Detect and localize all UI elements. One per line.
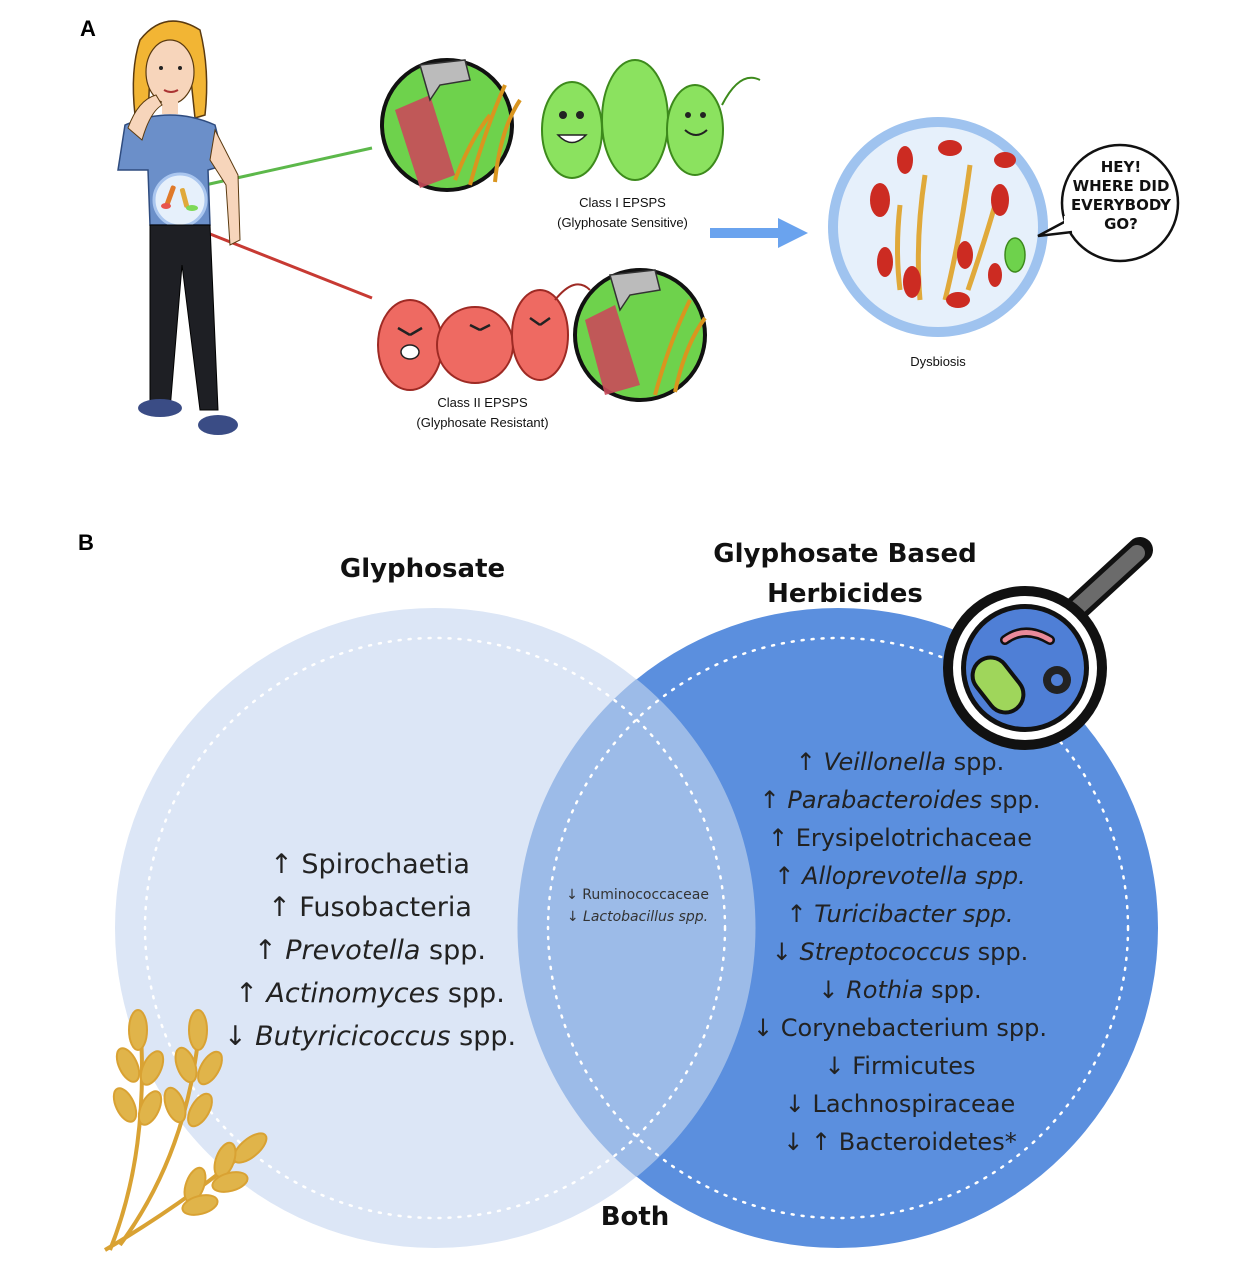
taxon-name: Bacteroidetes* <box>838 1128 1017 1156</box>
direction-arrow: ↑ <box>768 824 789 852</box>
taxon-name: Turicibacter spp. <box>814 900 1014 928</box>
direction-arrow: ↓ <box>818 976 839 1004</box>
taxon-name: Prevotella <box>285 935 421 966</box>
class1-caption-line2: (Glyphosate Sensitive) <box>557 215 688 230</box>
taxon-name: Butyricicoccus <box>255 1021 451 1052</box>
effect-row: ↓ Lactobacillus spp. <box>540 906 735 928</box>
sensitive-bacteria-group <box>541 59 761 181</box>
taxon-name: Streptococcus <box>799 938 971 966</box>
woman-illustration <box>117 20 241 435</box>
magnifier-microbe-icon <box>943 537 1153 750</box>
taxon-suffix: spp. <box>420 935 486 966</box>
direction-arrow: ↓ <box>753 1014 774 1042</box>
wheat-decoration <box>103 1009 268 1252</box>
taxon-suffix: spp. <box>450 1021 517 1052</box>
class2-caption-line1: Class II EPSPS <box>437 395 528 410</box>
direction-arrow: ↑ <box>774 862 795 890</box>
effect-row: ↓ Lachnospiraceae <box>690 1085 1110 1123</box>
direction-arrow: ↑ <box>759 786 780 814</box>
panel-a-label: A <box>80 16 96 41</box>
panel-b-label: B <box>78 530 94 555</box>
effect-row: ↑ Parabacteroides spp. <box>690 781 1110 819</box>
taxon-name: Rothia <box>846 976 924 1004</box>
speech-line: EVERYBODY <box>1070 196 1172 214</box>
direction-arrow: ↑ <box>268 892 291 923</box>
effect-row: ↑ Prevotella spp. <box>170 929 570 972</box>
effect-row: ↓ Corynebacterium spp. <box>690 1009 1110 1047</box>
glyphosate-title: Glyphosate <box>339 554 506 584</box>
direction-arrow: ↓ <box>566 909 579 925</box>
gbh-title-line1: Glyphosate Based <box>713 539 977 569</box>
speech-line: GO? <box>1104 215 1138 233</box>
taxon-name: Lactobacillus spp. <box>583 909 709 925</box>
taxon-name: Veillonella <box>823 748 946 776</box>
effect-row: ↓ Streptococcus spp. <box>690 933 1110 971</box>
class2-caption: Class II EPSPS (Glyphosate Resistant) <box>400 393 565 433</box>
effect-row: ↑ Fusobacteria <box>170 886 570 929</box>
taxon-suffix: spp. <box>970 938 1029 966</box>
direction-arrow: ↓ <box>223 1021 247 1052</box>
direction-arrow: ↑ <box>270 849 293 880</box>
speech-line: HEY! <box>1100 158 1142 176</box>
spray-wheat-circle-bottom <box>573 268 707 402</box>
gut-microbiome-bubble <box>152 172 208 228</box>
taxon-suffix: spp. <box>923 976 982 1004</box>
taxon-name: Parabacteroides <box>787 786 983 814</box>
effect-row: ↓ Ruminococcaceae <box>540 884 735 906</box>
taxon-suffix: spp. <box>946 748 1005 776</box>
speech-bubble <box>1037 143 1180 263</box>
effect-row: ↓ ↑ Bacteroidetes* <box>690 1123 1110 1161</box>
taxon-name: Actinomyces <box>266 978 440 1009</box>
taxon-suffix: spp. <box>439 978 505 1009</box>
effect-row: ↑ Actinomyces spp. <box>170 972 570 1015</box>
direction-arrow: ↑ <box>254 935 277 966</box>
taxon-name: Spirochaetia <box>301 849 470 880</box>
taxon-name: Corynebacterium spp. <box>780 1014 1047 1042</box>
effect-row: ↑ Turicibacter spp. <box>690 895 1110 933</box>
direction-arrow: ↑ <box>235 978 258 1009</box>
both-label: Both <box>600 1202 670 1232</box>
taxon-name: Erysipelotrichaceae <box>795 824 1032 852</box>
direction-arrow: ↓ <box>784 1090 805 1118</box>
arrow-to-dysbiosis <box>710 218 808 248</box>
effect-row: ↓ Rothia spp. <box>690 971 1110 1009</box>
direction-arrow: ↓ ↑ <box>783 1128 832 1156</box>
taxon-name: Fusobacteria <box>299 892 472 923</box>
direction-arrow: ↓ <box>771 938 792 966</box>
spray-wheat-circle-top <box>380 58 522 192</box>
resistant-bacteria-group <box>377 283 591 391</box>
taxon-name: Alloprevotella spp. <box>802 862 1026 890</box>
glyphosate-effects-list: ↑ Spirochaetia↑ Fusobacteria↑ Prevotella… <box>170 843 570 1058</box>
direction-arrow: ↑ <box>795 748 816 776</box>
direction-arrow: ↓ <box>566 887 578 903</box>
dysbiosis-label: Dysbiosis <box>910 354 966 369</box>
effect-row: ↑ Veillonella spp. <box>690 743 1110 781</box>
direction-arrow: ↑ <box>786 900 807 928</box>
class1-caption-line1: Class I EPSPS <box>579 195 666 210</box>
both-effects-list: ↓ Ruminococcaceae↓ Lactobacillus spp. <box>540 884 735 928</box>
taxon-suffix: spp. <box>982 786 1041 814</box>
effect-row: ↓ Firmicutes <box>690 1047 1110 1085</box>
speech-text: HEY! WHERE DID EVERYBODY GO? <box>1066 158 1176 234</box>
speech-line: WHERE DID <box>1072 177 1170 195</box>
taxon-name: Firmicutes <box>852 1052 976 1080</box>
effect-row: ↑ Erysipelotrichaceae <box>690 819 1110 857</box>
effect-row: ↓ Butyricicoccus spp. <box>170 1015 570 1058</box>
taxon-name: Ruminococcaceae <box>582 887 709 903</box>
class1-caption: Class I EPSPS (Glyphosate Sensitive) <box>540 193 705 233</box>
gbh-title: Glyphosate Based Herbicides <box>690 534 1000 614</box>
direction-arrow: ↓ <box>824 1052 845 1080</box>
gbh-effects-list: ↑ Veillonella spp.↑ Parabacteroides spp.… <box>690 743 1110 1161</box>
gbh-title-line2: Herbicides <box>767 579 923 609</box>
taxon-name: Lachnospiraceae <box>812 1090 1016 1118</box>
effect-row: ↑ Alloprevotella spp. <box>690 857 1110 895</box>
dysbiosis-bubble <box>828 117 1048 337</box>
effect-row: ↑ Spirochaetia <box>170 843 570 886</box>
class2-caption-line2: (Glyphosate Resistant) <box>416 415 549 430</box>
